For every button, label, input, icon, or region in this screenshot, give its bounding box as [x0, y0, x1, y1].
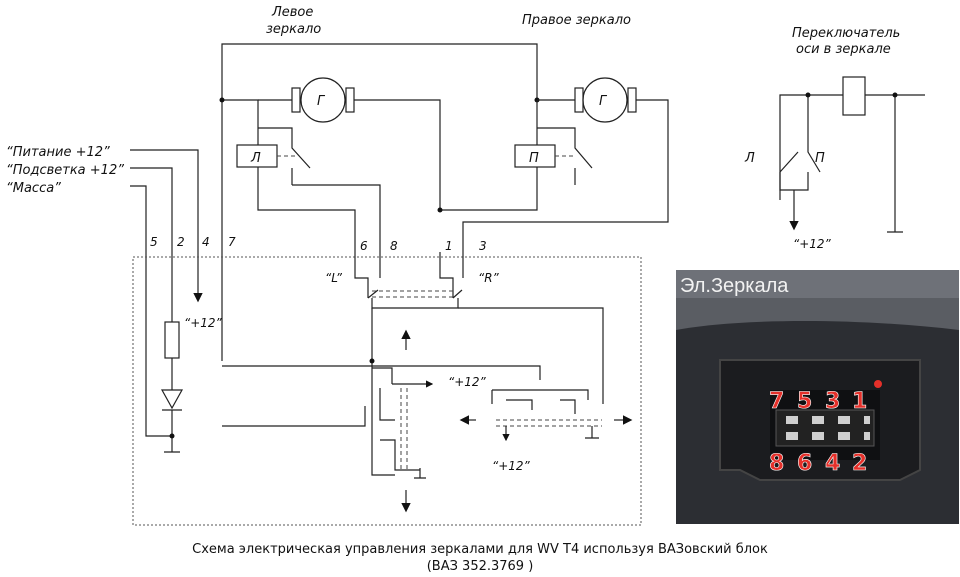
switch-p-label: П: [815, 151, 825, 166]
left-motor: Г: [258, 77, 441, 210]
right-motor-letter: Г: [599, 94, 608, 109]
top-loop-wire: [221, 43, 538, 361]
axis-switch: Л П “+12”: [744, 76, 925, 251]
plus12-mid-label: “+12”: [448, 375, 487, 389]
diode: [160, 389, 184, 453]
l-tag: “L”: [325, 271, 343, 285]
photo-title: Эл.Зеркала: [680, 275, 789, 297]
leftright-switch: “+12”: [459, 389, 633, 473]
photo-pin-6: 6: [797, 451, 812, 476]
switch-l-label: Л: [744, 151, 755, 166]
pin-1: 1: [445, 239, 453, 253]
power-wire: [130, 149, 203, 303]
photo-top-row: 7 5 3 1: [769, 389, 868, 415]
right-mirror-label: Правое зеркало: [522, 13, 631, 28]
sel-l-contact: [354, 252, 369, 298]
pin-2: 2: [177, 235, 185, 249]
caption-line-1: Схема электрическая управления зеркалами…: [192, 542, 768, 557]
pin-6: 6: [360, 239, 368, 253]
right-relay: П: [437, 100, 593, 213]
left-motor-letter: Г: [317, 94, 326, 109]
pin-4: 4: [202, 235, 210, 249]
control-block-outline: [132, 256, 642, 526]
caption-line-2: (ВАЗ 352.3769 ): [426, 559, 534, 574]
pin-1-marker: [874, 380, 882, 388]
photo-pin-2: 2: [852, 451, 867, 476]
low-wire: [222, 406, 366, 427]
pin-3: 3: [479, 239, 487, 253]
left-mirror-label-1: Левое: [271, 5, 313, 20]
pin-8: 8: [390, 239, 398, 253]
sel-linkage: [372, 290, 455, 298]
pin-5: 5: [150, 235, 158, 249]
backlight-wire: [130, 167, 173, 322]
resistor: [164, 321, 180, 390]
plus12-right-label: “+12”: [793, 237, 832, 251]
left-junction-wire: [222, 99, 259, 128]
ground-wire: [130, 185, 172, 437]
axis-switch-label-2: оси в зеркале: [796, 42, 891, 57]
updown-switch: “+12”: [372, 329, 487, 513]
photo-pin-4: 4: [825, 451, 840, 476]
right-motor: Г: [462, 77, 669, 252]
left-relay-letter: Л: [250, 151, 261, 166]
right-relay-letter: П: [529, 151, 539, 166]
photo-bottom-row: 8 6 4 2: [769, 451, 868, 477]
plus12-bottom-label: “+12”: [492, 459, 531, 473]
r-tag: “R”: [478, 271, 500, 285]
photo-pin-3: 3: [825, 389, 840, 414]
plus12-left-label: “+12”: [184, 316, 223, 330]
connector-photo: Эл.Зеркала 7 5 3 1 8 6 4 2: [676, 270, 959, 524]
axis-switch-label-1: Переключатель: [792, 26, 900, 41]
photo-pin-8: 8: [769, 451, 784, 476]
left-mirror-label-2: зеркало: [266, 22, 321, 37]
photo-pin-1: 1: [852, 389, 867, 414]
power-label: “Питание +12”: [6, 145, 110, 160]
pin-7: 7: [228, 235, 236, 249]
photo-pin-7: 7: [769, 389, 784, 414]
photo-pin-5: 5: [797, 389, 812, 414]
ground-label: “Масса”: [6, 181, 61, 196]
left-relay: Л: [236, 127, 381, 252]
backlight-label: “Подсветка +12”: [6, 163, 124, 178]
mid-horizontal-wire: [222, 365, 541, 380]
